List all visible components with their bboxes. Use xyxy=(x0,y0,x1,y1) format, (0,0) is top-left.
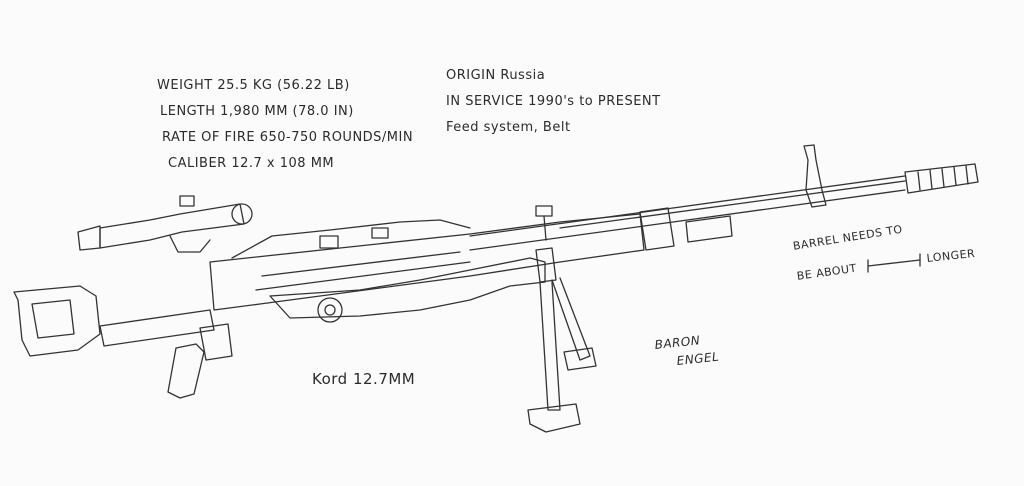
carry-handle xyxy=(269,257,546,319)
spec-caliber: CALIBER 12.7 x 108 MM xyxy=(168,156,335,171)
spec-length: LENGTH 1,980 MM (78.0 IN) xyxy=(160,104,354,119)
spec-origin: ORIGIN Russia xyxy=(446,68,546,83)
scope xyxy=(77,195,253,253)
front-sight xyxy=(803,144,827,208)
stock xyxy=(13,285,215,357)
spec-in-service: IN SERVICE 1990's to PRESENT xyxy=(446,94,661,109)
barrel-clamp xyxy=(639,207,733,251)
barrel-length-marker xyxy=(867,253,921,273)
spec-feed-system: Feed system, Belt xyxy=(446,120,571,135)
charging-handle xyxy=(535,205,553,241)
bipod xyxy=(527,247,597,433)
receiver xyxy=(209,213,645,323)
barrel xyxy=(469,175,906,251)
pistol-grip xyxy=(167,323,233,399)
weapon-label: Kord 12.7MM xyxy=(312,370,416,388)
spec-rate-of-fire: RATE OF FIRE 650-750 ROUNDS/MIN xyxy=(162,130,414,145)
spec-weight: WEIGHT 25.5 KG (56.22 LB) xyxy=(157,78,350,93)
muzzle-brake xyxy=(904,163,979,194)
